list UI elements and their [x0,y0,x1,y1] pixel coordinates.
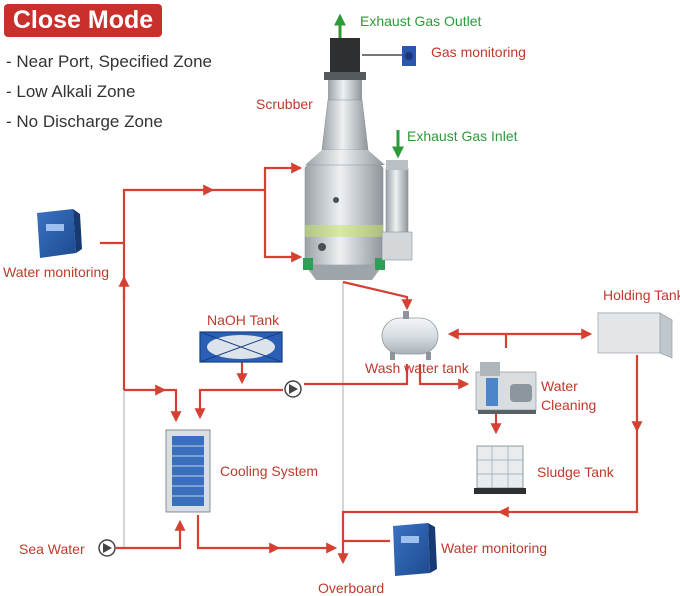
water-monitor-left-icon [37,209,82,258]
cooling-system-icon [165,429,211,513]
scrubber-icon [303,38,413,280]
naoh-tank-icon [199,331,283,363]
holding-tank-icon [596,312,674,359]
sludge-tank-icon [474,445,526,494]
water-cleaning-icon [475,362,537,414]
wash-water-tank-label: Wash water tank [365,360,469,376]
gas-monitor-icon [402,46,416,66]
water-cleaning-label-line1: Water [541,378,578,394]
sea-water-label: Sea Water [19,541,85,557]
wash-water-tank-icon [381,311,439,360]
exhaust-inlet-label: Exhaust Gas Inlet [407,128,518,144]
flow-lines [100,162,643,565]
naoh-tank-label: NaOH Tank [207,312,280,328]
exhaust-outlet-label: Exhaust Gas Outlet [360,13,482,29]
zone-item: - No Discharge Zone [6,112,163,131]
holding-tank-label: Holding Tank [603,287,680,303]
water-monitor-bottom-icon [393,523,437,576]
zone-item: - Low Alkali Zone [6,82,136,101]
sludge-tank-label: Sludge Tank [537,464,614,480]
scrubber-label: Scrubber [256,96,313,112]
pump-icon [284,380,302,398]
sea-water-pump-icon [98,539,116,557]
overboard-label: Overboard [318,580,385,596]
water-monitoring-bottom-label: Water monitoring [441,540,548,556]
zone-item: - Near Port, Specified Zone [6,52,212,71]
page-title: Close Mode [4,4,162,37]
gas-monitoring-label: Gas monitoring [431,44,526,60]
water-monitoring-left-label: Water monitoring [3,264,110,280]
cooling-system-label: Cooling System [220,463,319,479]
water-cleaning-label-line2: Cleaning [541,397,597,413]
